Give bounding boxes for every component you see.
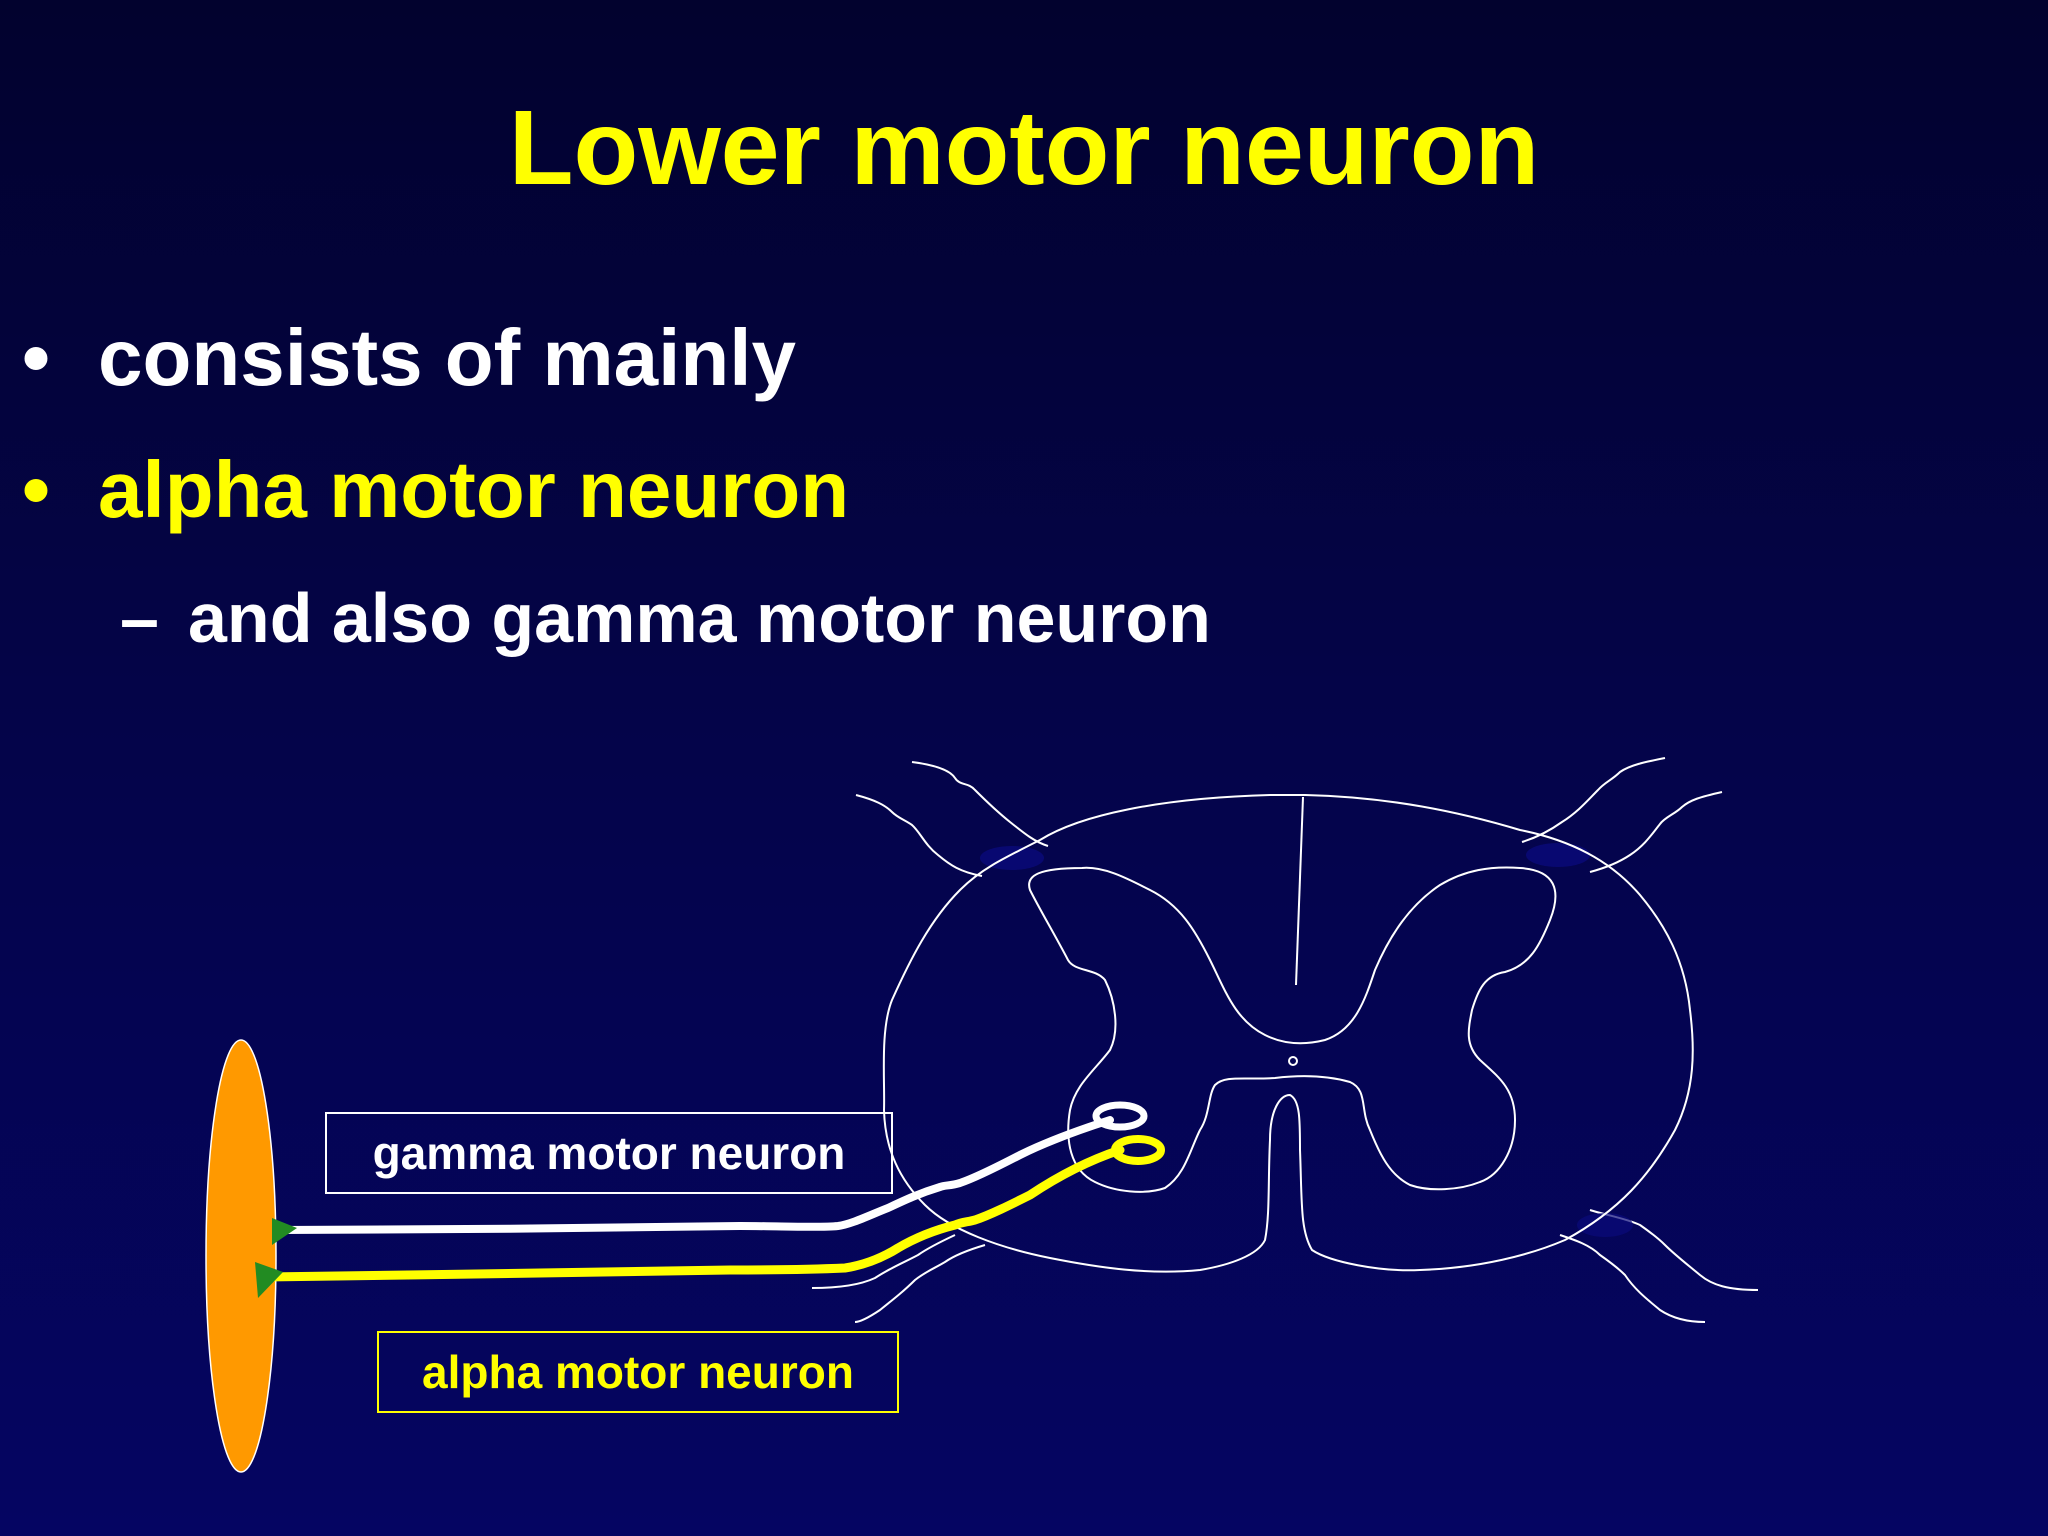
bullet-text: consists of mainly [98,313,796,402]
gamma-motor-neuron [272,1101,1148,1245]
muscle [205,1039,277,1473]
sub-bullet-marker: – [120,579,159,657]
bullet-marker: • [22,313,51,402]
alpha-motor-neuron [255,1135,1165,1298]
spinal-cord-outline [882,794,1694,1273]
dorsal-median-septum [1295,796,1304,986]
bullet-marker: • [22,445,51,534]
gray-matter-outline [1028,866,1557,1193]
sub-bullet-text: and also gamma motor neuron [188,579,1211,657]
gamma-cell-body [1092,1101,1148,1131]
central-canal [1288,1056,1298,1066]
bullet-text: alpha motor neuron [98,445,850,534]
slide-title: Lower motor neuron [508,89,1540,207]
alpha-cell-body [1111,1135,1165,1165]
alpha-axon [260,1145,1125,1282]
gamma-axon [276,1116,1114,1234]
root-entry-shadow [980,843,1633,1237]
gamma-motor-neuron-label: gamma motor neuron [325,1112,893,1194]
alpha-synapse [255,1262,283,1298]
spinal-nerve-roots [811,757,1759,1323]
alpha-motor-neuron-label: alpha motor neuron [377,1331,899,1413]
gamma-synapse [272,1218,297,1245]
